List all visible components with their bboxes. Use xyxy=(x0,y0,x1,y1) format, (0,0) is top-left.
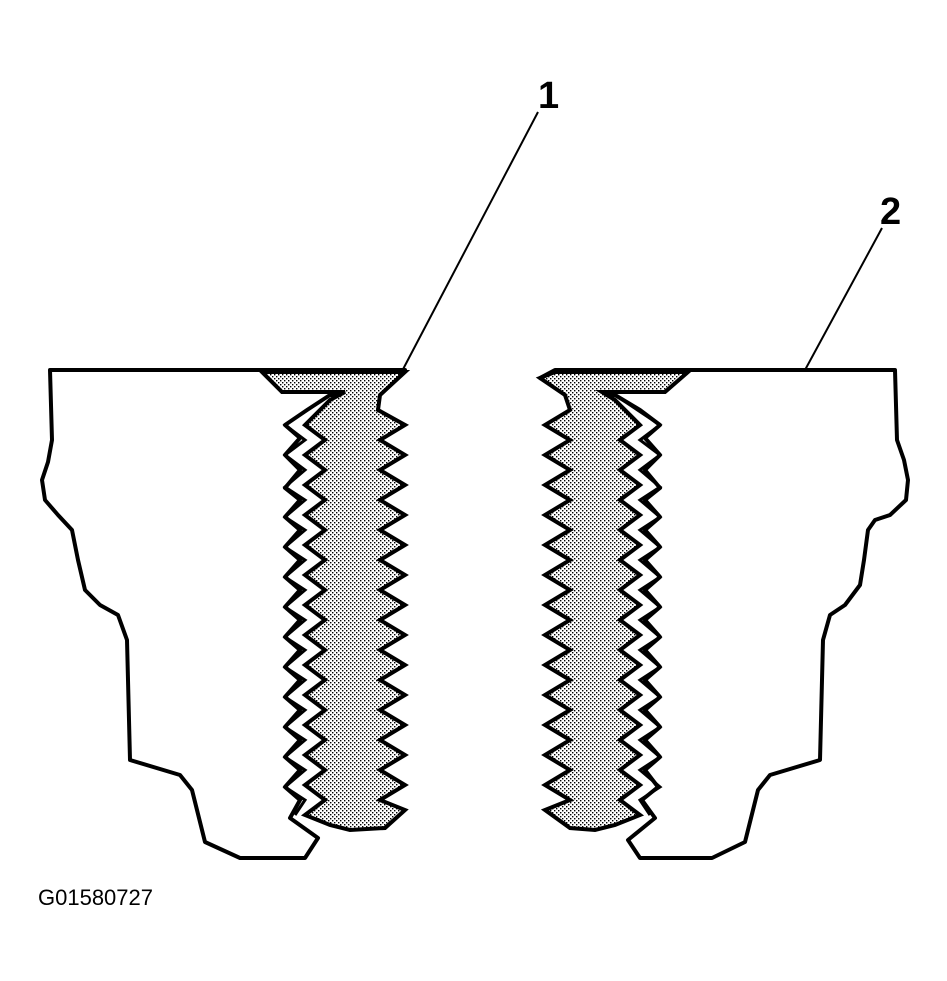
callout-1-label: 1 xyxy=(538,75,559,117)
thread-sealant-right xyxy=(535,370,694,833)
thread-sealant-left xyxy=(257,370,411,833)
callout-2-leader-line xyxy=(804,227,883,371)
figure-id: G01580727 xyxy=(38,885,153,910)
callout-2-label: 2 xyxy=(880,191,901,233)
callout-1-leader-line xyxy=(399,111,539,376)
right-housing-thread-line xyxy=(614,393,663,816)
left-housing-thread-line xyxy=(282,393,331,816)
